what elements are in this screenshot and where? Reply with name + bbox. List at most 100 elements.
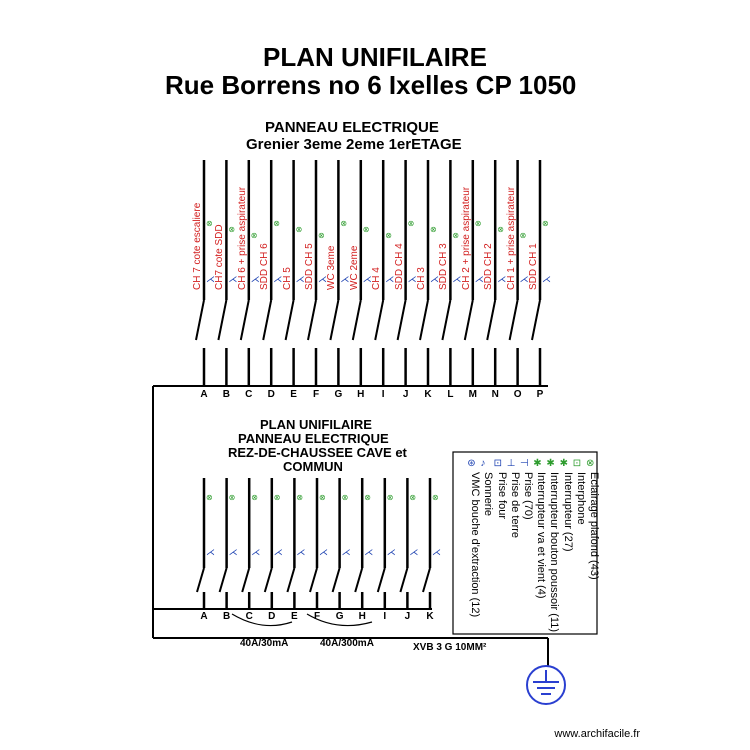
upper-circuit-label: WC 3eme <box>326 245 338 290</box>
legend-symbol-icon: ⊥ <box>507 458 516 469</box>
switch-icon: ⋌ <box>228 274 237 284</box>
breaker-switch <box>329 299 340 341</box>
lower-circuit-letter: G <box>335 611 344 622</box>
breaker-switch <box>419 299 429 341</box>
lower-circuit-letter: K <box>426 611 434 622</box>
switch-icon: ⋌ <box>340 274 349 284</box>
breaker-switch <box>441 299 452 341</box>
lower-circuit-H: ⊗⋌ <box>354 478 373 609</box>
upper-circuit-letter: C <box>245 389 253 400</box>
light-icon: ⊗ <box>274 493 281 502</box>
light-icon: ⊗ <box>430 225 437 234</box>
upper-circuit-label: CH 4 <box>371 267 383 290</box>
breaker-switch <box>422 567 431 593</box>
upper-panel-title: PANNEAU ELECTRIQUE <box>265 119 439 136</box>
switch-icon: ⋌ <box>475 274 484 284</box>
light-icon: ⊗ <box>475 219 482 228</box>
switch-icon: ⋌ <box>229 547 238 557</box>
light-icon: ⊗ <box>452 231 459 240</box>
upper-circuit-letter: L <box>447 389 454 400</box>
upper-circuit-label: CH 3 <box>416 267 427 290</box>
lower-circuit-letter: B <box>222 611 231 622</box>
breaker-switch <box>196 567 205 593</box>
ground-icon <box>526 665 566 705</box>
light-icon: ⊗ <box>432 493 439 502</box>
lower-circuit-J: ⊗⋌ <box>399 478 418 609</box>
upper-circuit-letter: A <box>200 389 208 400</box>
breaker-switch <box>374 299 385 341</box>
lower-circuit-B: ⊗⋌ <box>218 478 238 609</box>
breaker-switch <box>331 567 341 593</box>
breaker-switch <box>284 299 295 341</box>
light-icon: ⊗ <box>251 493 258 502</box>
breaker-switch <box>218 567 228 593</box>
differential-label-1: 40A/30mA <box>240 638 289 649</box>
switch-icon: ⋌ <box>251 274 260 284</box>
upper-circuit-L: ⊗⋌ <box>441 160 461 386</box>
switch-icon: ⋌ <box>432 547 441 557</box>
upper-circuit-N: ⊗⋌ <box>486 160 506 386</box>
upper-circuit-B: ⊗⋌ <box>217 160 237 386</box>
breaker-switch <box>217 299 228 341</box>
breaker-switch <box>263 567 273 593</box>
lower-circuit-I: ⊗⋌ <box>376 478 396 609</box>
upper-circuit-F: ⊗⋌ <box>307 160 327 386</box>
light-icon: ⊗ <box>387 493 394 502</box>
upper-circuit-label: SDD CH 4 <box>393 243 405 290</box>
differential-arc-2 <box>306 613 373 627</box>
legend-item: Prise four <box>495 472 508 520</box>
lower-circuit-letter: E <box>291 611 298 622</box>
upper-panel-circuits: ⊗⋌⊗⋌⊗⋌⊗⋌⊗⋌⊗⋌⊗⋌⊗⋌⊗⋌⊗⋌⊗⋌⊗⋌⊗⋌⊗⋌⊗⋌⊗⋌ <box>195 160 551 386</box>
light-icon: ⊗ <box>319 493 326 502</box>
switch-icon: ⋌ <box>363 274 372 284</box>
legend-item: Prise (70) <box>522 472 534 520</box>
lower-panel-title-1: PLAN UNIFILAIRE <box>260 417 372 432</box>
light-icon: ⊗ <box>296 493 303 502</box>
switch-icon: ⋌ <box>520 274 529 284</box>
breaker-switch <box>262 299 273 341</box>
lower-circuit-letter: J <box>404 611 411 622</box>
upper-circuit-P: ⊗⋌ <box>531 160 551 386</box>
light-icon: ⊗ <box>497 225 504 234</box>
upper-circuit-letter: O <box>513 389 522 400</box>
light-icon: ⊗ <box>229 493 236 502</box>
light-icon: ⊗ <box>251 231 258 240</box>
breaker-switch <box>286 567 296 593</box>
switch-icon: ⋌ <box>452 274 461 284</box>
legend-box <box>452 451 598 635</box>
upper-circuit-label: SDD CH 2 <box>483 243 495 290</box>
upper-circuit-G: ⊗⋌ <box>329 160 349 386</box>
upper-circuit-O: ⊗⋌ <box>508 160 529 386</box>
lower-circuit-K: ⊗⋌ <box>422 478 441 609</box>
switch-icon: ⋌ <box>296 274 305 284</box>
light-icon: ⊗ <box>228 225 235 234</box>
switch-icon: ⋌ <box>430 274 439 284</box>
breaker-switch <box>463 299 474 341</box>
light-icon: ⊗ <box>206 493 213 502</box>
upper-circuit-J: ⊗⋌ <box>396 160 417 386</box>
light-icon: ⊗ <box>206 219 213 228</box>
breaker-switch <box>376 567 386 593</box>
upper-circuit-M: ⊗⋌ <box>463 160 484 386</box>
switch-icon: ⋌ <box>342 547 351 557</box>
lower-circuit-G: ⊗⋌ <box>331 478 351 609</box>
legend-item: Interrupteur va et vient (4) <box>535 472 548 599</box>
lower-circuit-E: ⊗⋌ <box>286 478 305 609</box>
upper-circuit-letter: I <box>381 389 385 400</box>
switch-icon: ⋌ <box>408 274 417 284</box>
upper-circuit-label: SDD CH 5 <box>304 243 315 290</box>
main-title: PLAN UNIFILAIRE <box>263 42 487 72</box>
upper-circuit-label: SDD CH 1 <box>528 243 539 290</box>
footer-link[interactable]: www.archifacile.fr <box>554 728 640 740</box>
lower-circuit-letter: A <box>200 611 208 622</box>
lower-panel-title-4: COMMUN <box>283 459 343 474</box>
lower-circuit-D: ⊗⋌ <box>263 478 283 609</box>
upper-circuit-letter: G <box>334 389 343 400</box>
light-icon: ⊗ <box>273 219 280 228</box>
legend-symbol-icon: ⊛ <box>467 458 475 469</box>
light-icon: ⊗ <box>409 493 416 502</box>
legend-item: Prise de terre <box>508 472 521 539</box>
switch-icon: ⋌ <box>206 547 215 557</box>
lower-circuit-letter: H <box>358 611 366 622</box>
